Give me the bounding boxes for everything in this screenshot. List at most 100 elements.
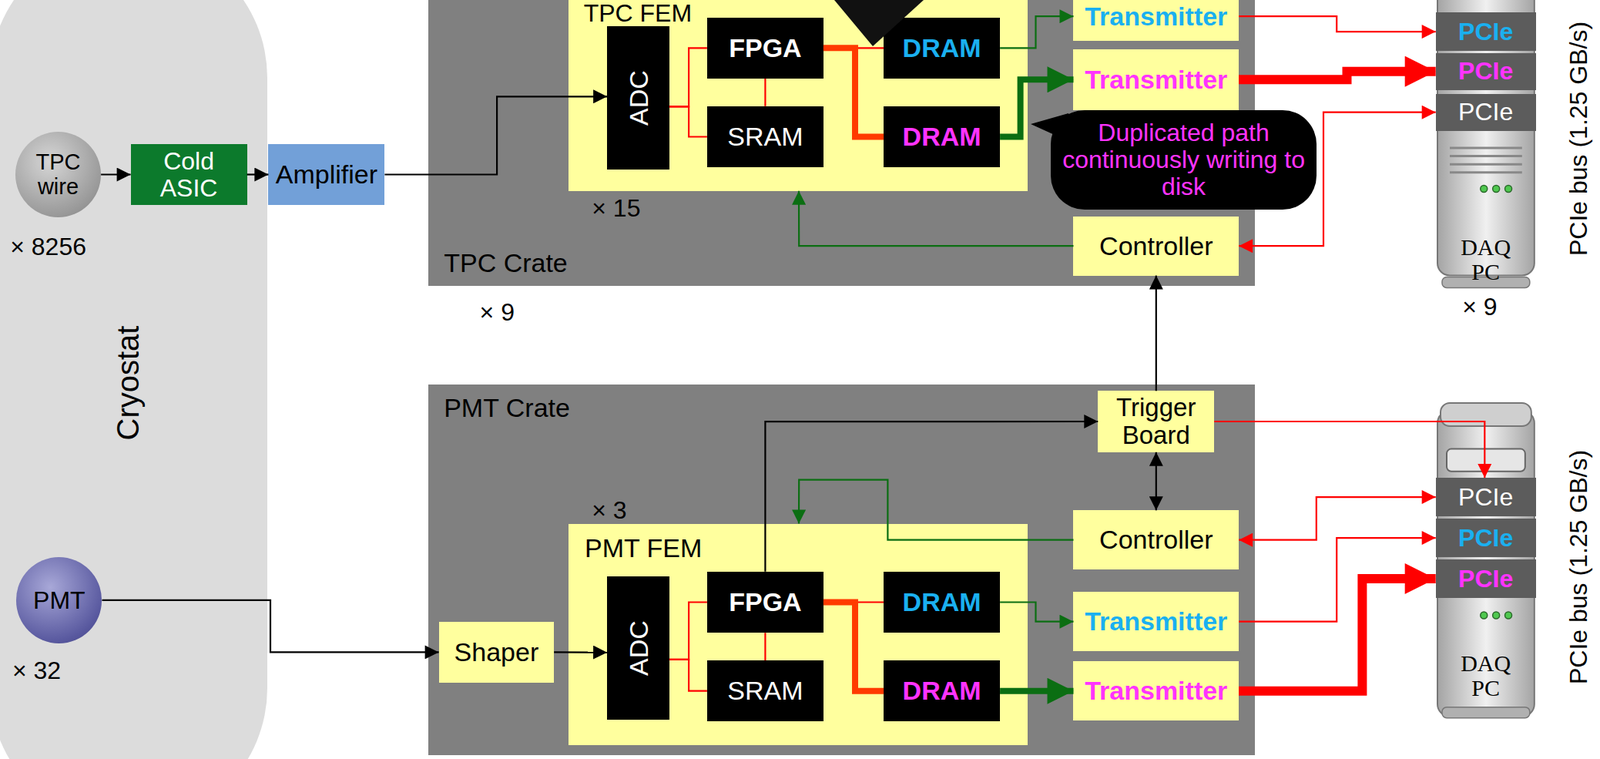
status-light bbox=[1492, 185, 1500, 193]
box-label: PMT FEM bbox=[584, 533, 702, 563]
box-label: DAQ PC bbox=[1449, 650, 1523, 702]
signal-connector bbox=[1238, 16, 1436, 32]
signal-connector bbox=[823, 47, 884, 137]
signal-connector bbox=[764, 78, 766, 107]
callout-bubble: Duplicated path continuously writing to … bbox=[1050, 110, 1316, 209]
box-label: TPC Crate bbox=[443, 248, 568, 278]
pmt-sensor: PMT bbox=[16, 556, 102, 643]
box-label: Amplifier bbox=[275, 160, 378, 189]
box-label: Controller bbox=[1099, 231, 1213, 261]
vent-slot bbox=[1449, 163, 1523, 166]
box-label: ADC bbox=[623, 620, 653, 676]
box-label: Cryostat bbox=[111, 325, 145, 440]
box-label: FPGA bbox=[728, 587, 802, 617]
signal-connector bbox=[1238, 71, 1436, 81]
signal-connector bbox=[823, 602, 884, 691]
transmitter-box: Transmitter bbox=[1073, 0, 1239, 41]
signal-connector bbox=[100, 173, 131, 175]
box-label: DRAM bbox=[902, 676, 982, 705]
computer-bezel bbox=[1440, 402, 1532, 426]
multiplier-label: × 9 bbox=[1462, 292, 1497, 322]
box-label: PCIe bbox=[1458, 565, 1513, 593]
signal-connector bbox=[999, 602, 1074, 622]
pcie-slot: PCIe bbox=[1435, 53, 1537, 91]
signal-connector bbox=[798, 191, 1074, 247]
multiplier-label: × 15 bbox=[591, 194, 641, 223]
transmitter-box: Transmitter bbox=[1073, 660, 1239, 721]
box-label: Transmitter bbox=[1084, 2, 1228, 31]
signal-connector bbox=[798, 479, 1074, 541]
pcie-slot: PCIe bbox=[1435, 477, 1537, 517]
signal-connector bbox=[764, 632, 766, 661]
signal-connector bbox=[553, 650, 608, 653]
signal-connector bbox=[669, 47, 708, 107]
status-light bbox=[1492, 611, 1500, 619]
sram-chip: SRAM bbox=[707, 660, 824, 722]
box-label: SRAM bbox=[727, 122, 803, 151]
signal-connector bbox=[1155, 452, 1158, 511]
signal-connector bbox=[764, 421, 1098, 572]
trigger-box: Trigger Board bbox=[1097, 390, 1215, 452]
computer-foot bbox=[1442, 707, 1530, 718]
pcie-slot: PCIe bbox=[1435, 559, 1537, 598]
box-label: Duplicated path continuously writing to … bbox=[1055, 119, 1312, 200]
status-light bbox=[1479, 185, 1487, 193]
multiplier-label: × 9 bbox=[479, 298, 515, 327]
signal-connector bbox=[247, 173, 269, 175]
vent-slot bbox=[1449, 154, 1523, 158]
adc-chip: ADC bbox=[607, 576, 670, 719]
box-label: Transmitter bbox=[1084, 607, 1228, 636]
box-label: Shaper bbox=[454, 637, 540, 667]
box-label: PMT Crate bbox=[443, 393, 571, 423]
controller-box: Controller bbox=[1073, 509, 1239, 570]
multiplier-label: × 32 bbox=[12, 656, 61, 685]
signal-connector bbox=[669, 602, 708, 660]
box-label: DRAM bbox=[902, 122, 982, 151]
wire-sensor: TPC wire bbox=[15, 131, 101, 218]
box-label: PMT bbox=[33, 587, 86, 614]
box-label: Cold ASIC bbox=[135, 147, 243, 202]
box-label: DAQ PC bbox=[1449, 234, 1523, 286]
callout-pointer bbox=[834, 0, 924, 47]
amplifier-box: Amplifier bbox=[268, 144, 385, 205]
signal-connector bbox=[1238, 578, 1436, 691]
fpga-chip: FPGA bbox=[707, 571, 824, 633]
transmitter-box: Transmitter bbox=[1073, 49, 1239, 111]
multiplier-label: × 8256 bbox=[10, 232, 87, 262]
pcie-slot: PCIe bbox=[1435, 93, 1537, 131]
fem-board: TPC FEMADCFPGASRAMDRAMDRAM bbox=[568, 0, 1028, 192]
status-light bbox=[1504, 185, 1512, 193]
multiplier-label: × 3 bbox=[591, 496, 627, 525]
box-label: SRAM bbox=[727, 676, 803, 705]
signal-connector bbox=[669, 659, 708, 691]
signal-connector bbox=[1238, 112, 1436, 247]
signal-connector bbox=[1155, 275, 1158, 392]
box-label: TPC wire bbox=[20, 150, 97, 199]
signal-connector bbox=[999, 687, 1074, 695]
dram-chip: DRAM bbox=[883, 17, 1000, 79]
bus-label: PCIe bus (1.25 GB/s) bbox=[1564, 449, 1594, 685]
box-label: Transmitter bbox=[1084, 65, 1228, 94]
daq-computer: DAQ PCPCIePCIePCIe bbox=[1435, 402, 1537, 720]
daq-computer: DAQ PCPCIePCIePCIe bbox=[1435, 0, 1537, 292]
transmitter-box: Transmitter bbox=[1073, 591, 1239, 651]
adc-chip: ADC bbox=[607, 26, 670, 169]
status-light bbox=[1479, 611, 1487, 619]
box-label: PCIe bbox=[1458, 57, 1513, 85]
signal-connector bbox=[1214, 421, 1485, 478]
drive-slot bbox=[1446, 449, 1526, 472]
controller-box: Controller bbox=[1073, 216, 1239, 276]
crate-box: PMT Crate Trigger BoardPMT FEM ADC FPGA SRAM… bbox=[428, 384, 1255, 755]
asic-box: Cold ASIC bbox=[130, 144, 248, 205]
box-label: ADC bbox=[623, 70, 653, 126]
cryostat-region: Cryostat TPC wire Cold ASIC PMT bbox=[0, 0, 268, 759]
box-label: PCIe bbox=[1458, 98, 1513, 126]
signal-connector bbox=[384, 96, 608, 175]
box-label: TPC FEM bbox=[583, 0, 692, 27]
vent-slot bbox=[1449, 171, 1523, 174]
signal-connector bbox=[999, 16, 1074, 48]
dram-chip: DRAM bbox=[883, 660, 1000, 722]
box-label: DRAM bbox=[902, 33, 982, 63]
box-label: PCIe bbox=[1458, 18, 1513, 46]
